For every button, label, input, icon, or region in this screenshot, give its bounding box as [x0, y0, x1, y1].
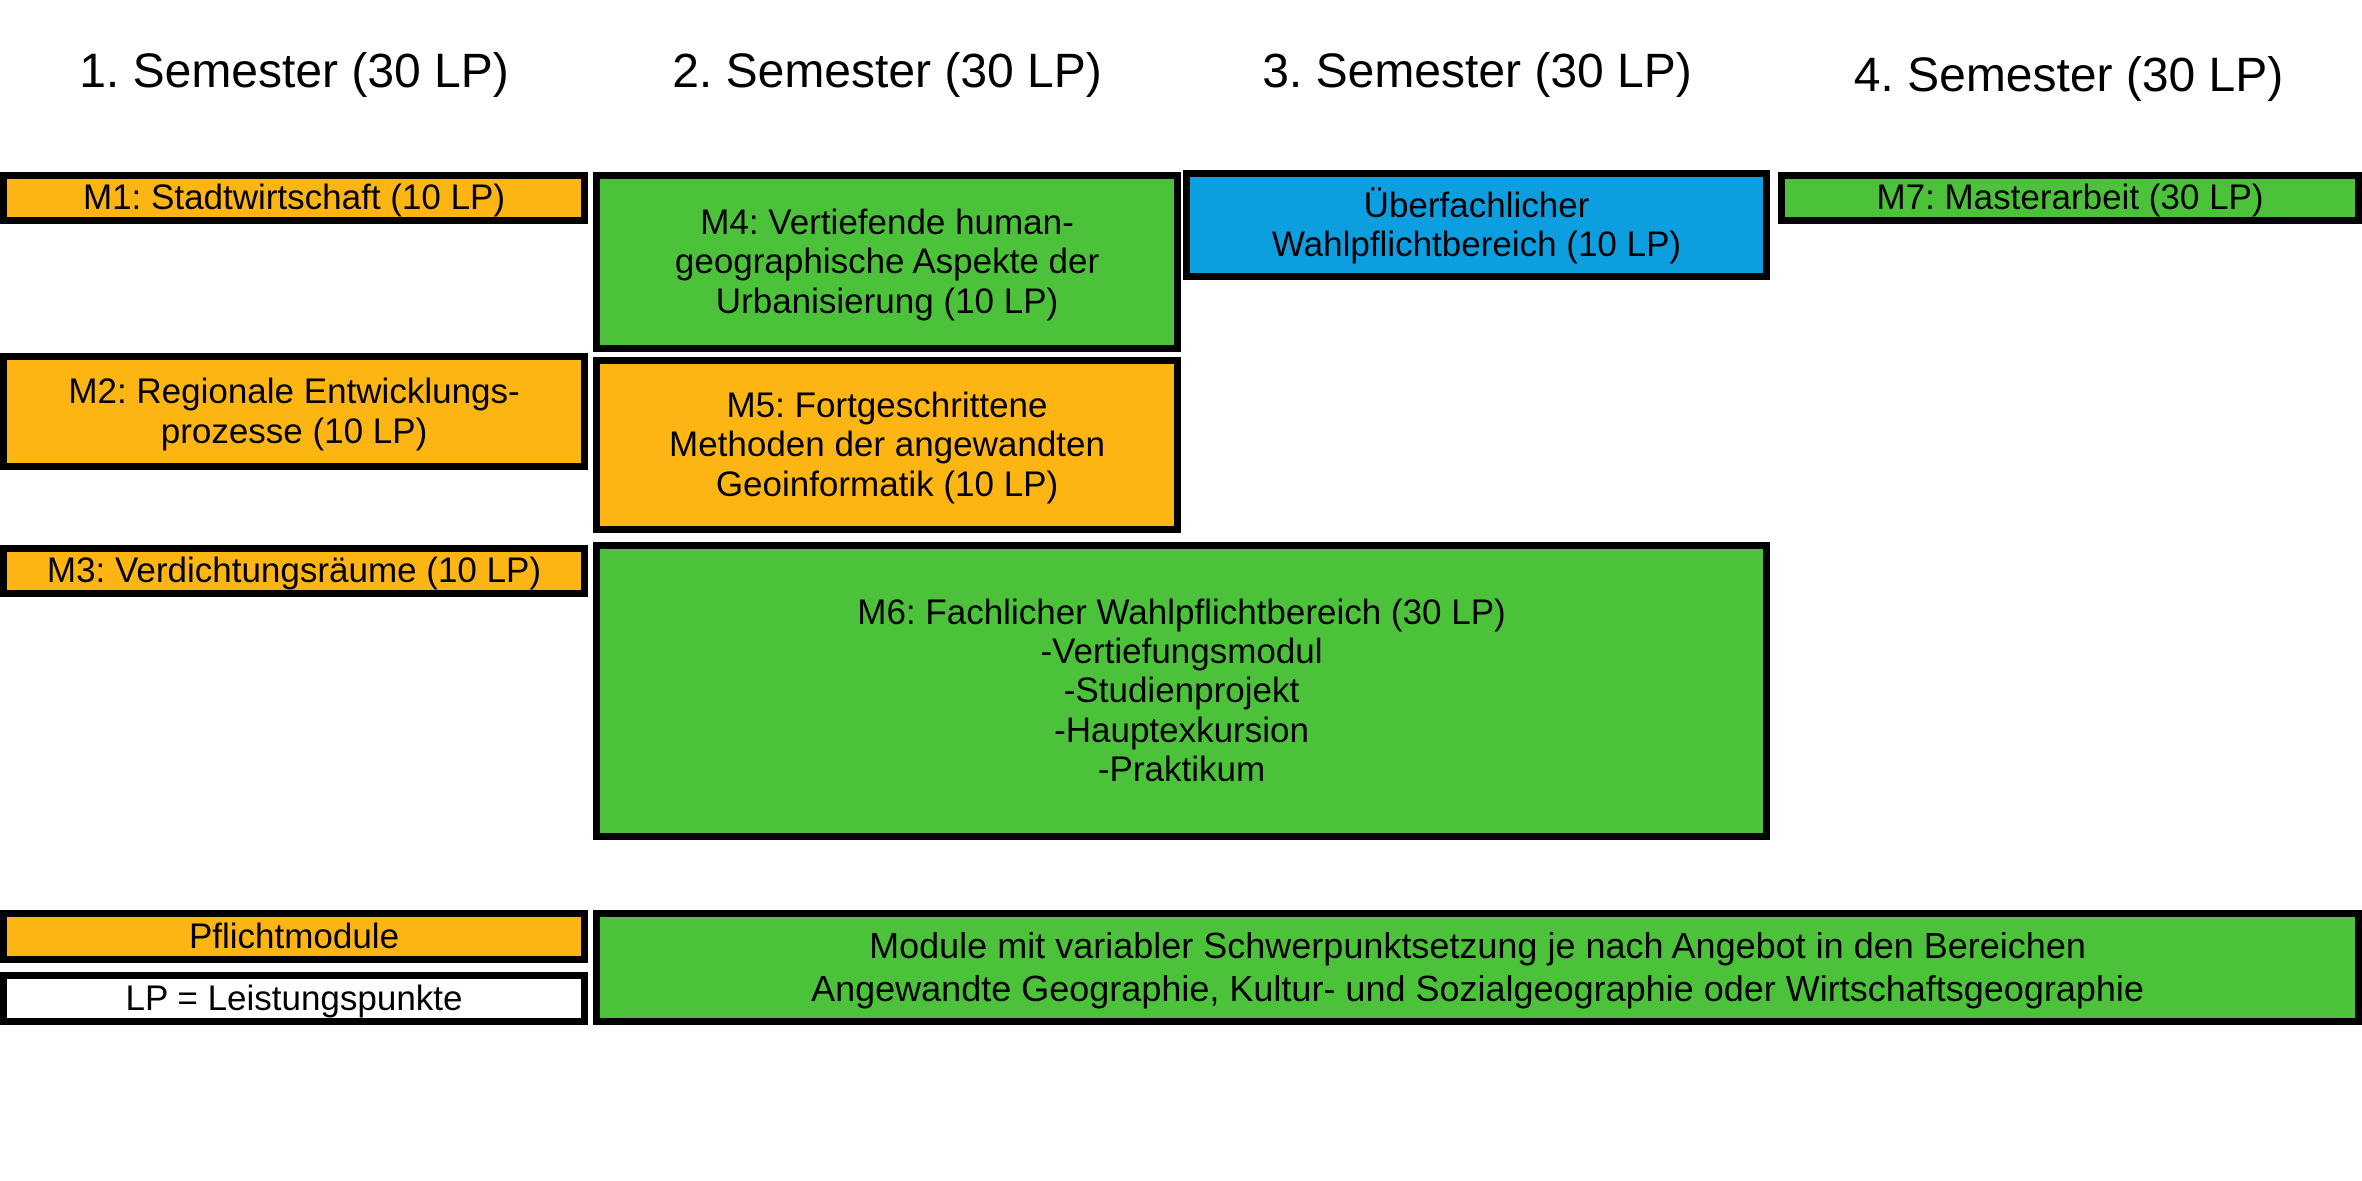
legend-pflichtmodule-label: Pflichtmodule [188, 916, 400, 956]
module-box-m6[interactable]: M6: Fachlicher Wahlpflichtbereich (30 LP… [593, 542, 1770, 840]
module-m6-line-4: -Hauptexkursion [1054, 710, 1309, 750]
column-header-semester-3: 3. Semester (30 LP) [1262, 45, 1692, 98]
module-box-m3[interactable]: M3: Verdichtungsräume (10 LP) [0, 545, 588, 597]
ueberfachlich-line-1: Überfachlicher [1363, 185, 1590, 225]
ueberfachlich-line-2: Wahlpflichtbereich (10 LP) [1271, 225, 1682, 264]
module-m4-line-1: M4: Vertiefende human- [700, 203, 1074, 243]
module-m3-line-1: M3: Verdichtungsräume (10 LP) [46, 551, 542, 591]
legend-lp-definition: LP = Leistungspunkte [0, 972, 588, 1025]
column-header-semester-1: 1. Semester (30 LP) [79, 45, 509, 98]
module-box-m1[interactable]: M1: Stadtwirtschaft (10 LP) [0, 172, 588, 224]
column-header-semester-2: 2. Semester (30 LP) [672, 45, 1102, 98]
module-m7-line-1: M7: Masterarbeit (30 LP) [1876, 178, 2264, 218]
module-m1-line-1: M1: Stadtwirtschaft (10 LP) [82, 178, 506, 218]
module-box-ueberfachlicher-wahlpflichtbereich[interactable]: Überfachlicher Wahlpflichtbereich (10 LP… [1183, 170, 1770, 280]
module-m4-line-2: geographische Aspekte der [674, 242, 1100, 282]
module-m4-line-3: Urbanisierung (10 LP) [715, 281, 1059, 321]
module-box-m5[interactable]: M5: Fortgeschrittene Methoden der angewa… [593, 357, 1181, 533]
module-m2-line-2: prozesse (10 LP) [160, 411, 428, 451]
legend-lp-definition-label: LP = Leistungspunkte [125, 978, 463, 1018]
module-m6-line-3: -Studienprojekt [1063, 671, 1300, 711]
module-m5-line-2: Methoden der angewandten [669, 425, 1105, 465]
legend-variable-line-2: Angewandte Geographie, Kultur- und Sozia… [811, 967, 2144, 1009]
column-header-semester-4: 4. Semester (30 LP) [1853, 49, 2284, 102]
module-m5-line-1: M5: Fortgeschrittene [726, 386, 1048, 426]
module-box-m4[interactable]: M4: Vertiefende human- geographische Asp… [593, 172, 1181, 352]
module-m6-line-5: -Praktikum [1097, 749, 1266, 789]
module-m5-line-3: Geoinformatik (10 LP) [715, 464, 1059, 504]
legend-variable-line-1: Module mit variabler Schwerpunktsetzung … [869, 925, 2086, 967]
module-box-m7[interactable]: M7: Masterarbeit (30 LP) [1778, 172, 2362, 224]
module-box-m2[interactable]: M2: Regionale Entwicklungs- prozesse (10… [0, 353, 588, 470]
module-m6-line-2: -Vertiefungsmodul [1040, 632, 1323, 672]
module-m6-line-1: M6: Fachlicher Wahlpflichtbereich (30 LP… [857, 593, 1506, 633]
legend-variable-modules: Module mit variabler Schwerpunktsetzung … [593, 910, 2362, 1025]
module-m2-line-1: M2: Regionale Entwicklungs- [68, 372, 520, 412]
legend-pflichtmodule: Pflichtmodule [0, 910, 588, 963]
